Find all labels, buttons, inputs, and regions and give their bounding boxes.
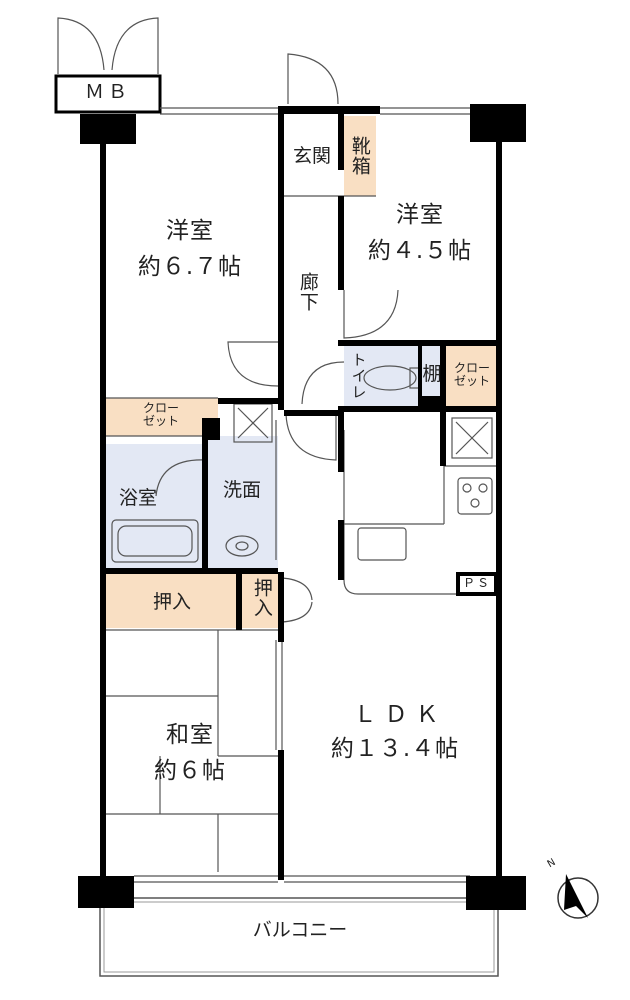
vent-2 — [451, 417, 493, 459]
balcony — [99, 897, 499, 977]
closet-2-fill — [446, 346, 498, 408]
compass — [557, 874, 599, 919]
balcony-label: バルコニー — [252, 919, 348, 941]
room-fills — [54, 74, 498, 628]
oshiire-1-fill — [106, 574, 240, 628]
western-room-1-size: 約６.７帖 — [137, 254, 243, 280]
washroom-fill — [206, 436, 278, 570]
washroom-label: 洗面 — [222, 479, 261, 501]
closet-1-label: クロー ゼット — [142, 401, 179, 429]
thin-lines — [106, 107, 498, 883]
washbasin — [225, 535, 259, 557]
stove — [457, 477, 493, 515]
bathtub — [111, 519, 199, 563]
bathroom-fill — [106, 444, 204, 570]
walls — [78, 104, 526, 910]
western-room-1-label: 洋室 — [166, 218, 214, 244]
closet-2-label: クロー ゼット — [453, 361, 490, 389]
shoe-box-fill — [344, 116, 376, 196]
toilet-label: トイレ — [349, 352, 368, 400]
japanese-room-size: 約６帖 — [154, 758, 226, 784]
western-room-2-size: 約４.５帖 — [367, 238, 473, 264]
western-room-2-label: 洋室 — [396, 202, 444, 228]
fixtures — [111, 365, 493, 563]
ldk-size: 約１３.４帖 — [330, 736, 460, 762]
oshiire-2-label: 押入 — [250, 578, 273, 618]
ldk-label: ＬＤＫ — [353, 702, 447, 728]
closet-1-fill — [106, 398, 218, 436]
sink — [357, 527, 407, 561]
ps-label: ＰＳ — [462, 576, 491, 590]
entrance-label: 玄関 — [292, 145, 331, 167]
door-swings — [57, 17, 399, 623]
mb-box — [54, 74, 162, 114]
shelf-label: 棚 — [422, 363, 442, 385]
oshiire-2-fill — [242, 574, 278, 628]
shoe-box-label: 靴箱 — [348, 136, 371, 176]
bathroom-label: 浴室 — [118, 487, 157, 509]
hallway-label: 廊下 — [296, 272, 319, 312]
mb-label: ＭＢ — [84, 81, 131, 103]
oshiire-1-label: 押入 — [152, 591, 191, 613]
japanese-room-label: 和室 — [166, 722, 214, 748]
